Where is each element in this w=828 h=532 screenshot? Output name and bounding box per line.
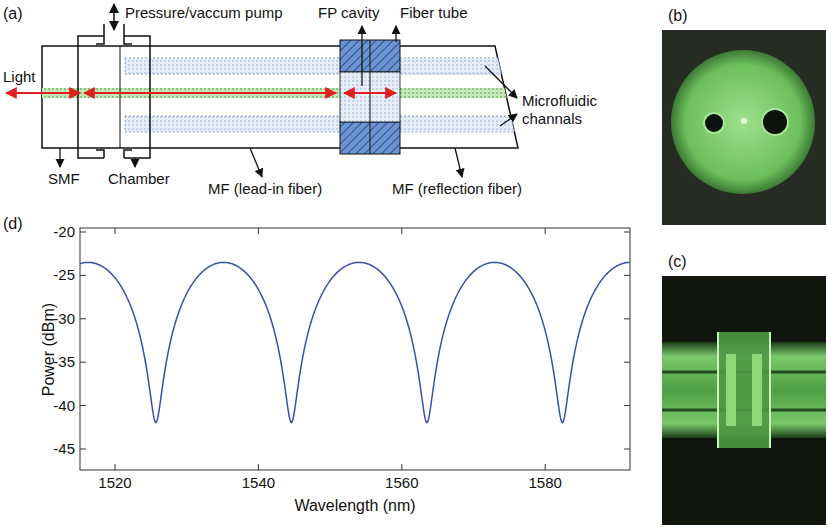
- tick-label: -45: [53, 440, 75, 458]
- light-arrow: [6, 92, 80, 94]
- part-label: Microfluidic channals: [522, 92, 622, 128]
- tick-label: -40: [53, 397, 75, 415]
- part-label: Chamber: [108, 170, 170, 188]
- fiber-core: [42, 88, 340, 98]
- tick-label: 1560: [385, 474, 418, 492]
- chamber: [78, 36, 150, 158]
- microfluidic-channel: [400, 116, 514, 132]
- cross-section-photo: [741, 118, 747, 124]
- leader-line: [500, 114, 517, 126]
- pump-port: [96, 150, 132, 158]
- panel-label: (c): [668, 252, 687, 271]
- cross-section-photo: [704, 113, 724, 133]
- axis-tick: [258, 464, 259, 470]
- axis-tick: [258, 228, 259, 234]
- leader-line: [59, 148, 60, 167]
- axis-title: Power (dBm): [39, 303, 58, 396]
- axis-tick: [545, 464, 546, 470]
- panel-label: (a): [3, 4, 23, 23]
- part-label: FP cavity: [318, 4, 379, 22]
- axis-tick: [80, 318, 86, 319]
- cross-section-photo: [662, 30, 826, 225]
- axis-tick: [80, 275, 86, 276]
- axis-tick: [80, 228, 630, 470]
- side-view-photo: [718, 332, 770, 448]
- axis-tick: [624, 232, 630, 233]
- tick-label: 1580: [529, 474, 562, 492]
- part-label: MF (reflection fiber): [392, 180, 522, 198]
- axis-tick: [624, 405, 630, 406]
- tick-label: 1540: [242, 474, 275, 492]
- microfluidic-channel: [125, 58, 340, 74]
- cross-section-photo: [662, 30, 826, 225]
- axis-tick: [115, 464, 116, 470]
- cross-section-photo: [762, 109, 788, 135]
- part-label: MF (lead-in fiber): [208, 180, 322, 198]
- tick-label: -20: [53, 223, 75, 241]
- pump-arrow: [113, 4, 115, 30]
- fiber-core: [400, 88, 507, 98]
- side-view-photo: [662, 276, 826, 525]
- axis-tick: [80, 449, 86, 450]
- spectrum-curve: [80, 262, 630, 422]
- leader-line: [395, 26, 396, 42]
- side-view-photo: [769, 332, 771, 448]
- axis-tick: [80, 232, 86, 233]
- axis-tick: [624, 449, 630, 450]
- axis-tick: [624, 362, 630, 363]
- leader-line: [485, 66, 517, 98]
- axis-tick: [624, 318, 630, 319]
- tick-label: -25: [53, 266, 75, 284]
- splice-line: [120, 46, 121, 148]
- panel-label: (d): [3, 214, 23, 233]
- spectrum-plot: [80, 228, 630, 470]
- axis-tick: [545, 228, 546, 234]
- part-label: SMF: [48, 170, 80, 188]
- panel-label: (b): [668, 6, 688, 25]
- axis-tick: [401, 228, 402, 234]
- leader-line: [134, 158, 135, 167]
- part-label: Fiber tube: [400, 4, 468, 22]
- spectrum-plot: [80, 228, 630, 470]
- axis-tick: [115, 228, 116, 234]
- side-view-photo: [717, 332, 719, 448]
- leader-line: [455, 148, 462, 177]
- light-arrow: [84, 92, 336, 94]
- microfluidic-channel: [125, 116, 340, 132]
- axis-tick: [401, 464, 402, 470]
- part-label: Light: [3, 68, 36, 86]
- microfluidic-channel: [400, 58, 501, 74]
- light-arrow: [344, 92, 396, 94]
- cavity-line: [370, 40, 371, 154]
- cross-section-photo: [671, 50, 815, 194]
- fiber-sensor-schematic: [6, 4, 518, 177]
- tick-label: 1520: [98, 474, 131, 492]
- axis-tick: [80, 362, 86, 363]
- side-view-photo: [752, 354, 762, 426]
- part-label: Pressure/vaccum pump: [125, 4, 283, 22]
- side-view-photo: [726, 354, 736, 426]
- leader-line: [250, 148, 262, 177]
- fiber-body: [42, 46, 518, 148]
- axis-title: Wavelength (nm): [294, 496, 415, 515]
- axis-tick: [80, 405, 86, 406]
- axis-tick: [624, 275, 630, 276]
- leader-line: [361, 26, 362, 86]
- side-view-photo: [662, 276, 826, 525]
